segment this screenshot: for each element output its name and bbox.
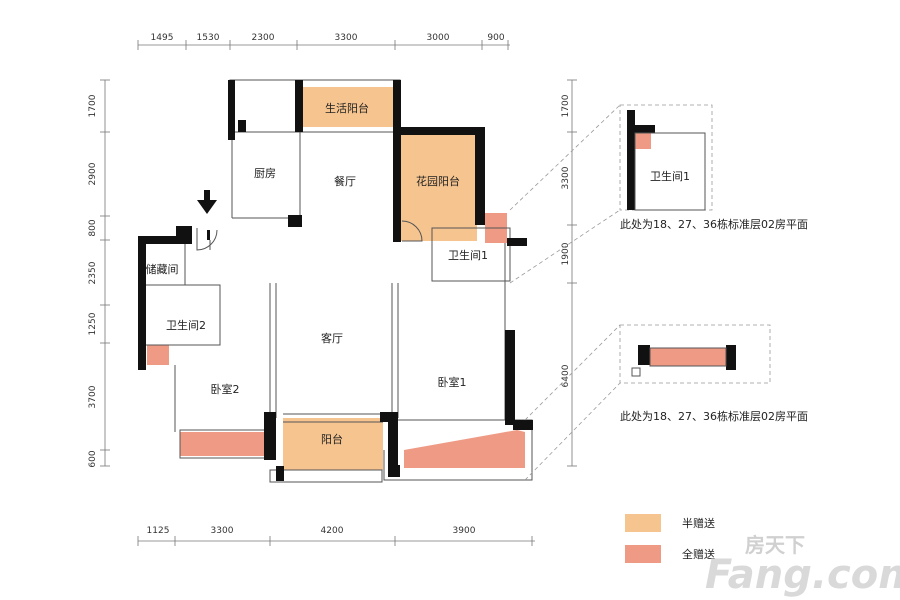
inset-1-caption: 此处为18、27、36栋标准层02房平面 [620, 217, 808, 231]
room-label-storage: 储藏间 [146, 262, 179, 276]
dim-top-6: 900 [487, 33, 504, 43]
legend: 半赠送 全赠送 [625, 514, 715, 563]
dim-left-7: 600 [88, 450, 98, 467]
dim-left-1: 1700 [88, 94, 98, 117]
dim-bottom-4: 3900 [453, 526, 476, 536]
inset-2-frame [619, 324, 771, 384]
inset-2 [619, 324, 771, 384]
legend-swatch-half [625, 514, 661, 532]
inset-1-room-label: 卫生间1 [650, 169, 690, 183]
dimension-lines [100, 40, 577, 546]
legend-label-full: 全赠送 [682, 547, 715, 561]
dim-left-5: 1250 [88, 312, 98, 335]
watermark-en: Fang.com [705, 552, 900, 598]
bedroom1-balcony-fill [404, 430, 525, 468]
dim-right-1: 1700 [561, 94, 571, 117]
room-label-bedroom2: 卧室2 [211, 382, 240, 396]
room-label-balcony: 阳台 [321, 432, 343, 446]
gift-areas [147, 87, 525, 470]
room-label-living: 客厅 [321, 331, 343, 345]
dim-left-4: 2350 [88, 261, 98, 284]
dim-right-4: 6400 [561, 364, 571, 387]
dim-top-1: 1495 [151, 33, 174, 43]
walls [138, 80, 533, 481]
legend-label-half: 半赠送 [682, 516, 715, 530]
garden-balcony-fill [401, 135, 477, 241]
room-label-kitchen: 厨房 [254, 167, 276, 180]
room-label-bath1: 卫生间1 [448, 248, 488, 262]
dim-top-5: 3000 [427, 33, 450, 43]
dim-bottom-2: 3300 [211, 526, 234, 536]
room-label-garden-balcony: 花园阳台 [416, 174, 460, 188]
room-label-bedroom1: 卧室1 [438, 375, 467, 389]
watermark-cn: 房天下 [745, 533, 805, 557]
bath2-shaft-fill [147, 345, 169, 365]
dim-right-3: 1900 [561, 242, 571, 265]
bedroom2-balcony-fill [180, 432, 265, 456]
dim-top-4: 3300 [335, 33, 358, 43]
inset-1: 卫生间1 [619, 104, 713, 211]
room-label-life-balcony: 生活阳台 [325, 101, 369, 115]
room-label-dining: 餐厅 [334, 174, 356, 188]
dim-top-3: 2300 [252, 33, 275, 43]
legend-swatch-full [625, 545, 661, 563]
dim-top-2: 1530 [197, 33, 220, 43]
dim-left-3: 800 [88, 219, 98, 236]
dim-left-2: 2900 [88, 162, 98, 185]
dim-left-6: 3700 [88, 385, 98, 408]
entrance-arrow-icon [197, 190, 217, 214]
room-label-bath2: 卫生间2 [166, 318, 206, 332]
inset-2-caption: 此处为18、27、36栋标准层02房平面 [620, 409, 808, 423]
dim-right-2: 3300 [561, 166, 571, 189]
dim-bottom-3: 4200 [321, 526, 344, 536]
fang-watermark-logo: 房天下 Fang.com [705, 533, 900, 598]
dim-bottom-1: 1125 [147, 526, 170, 536]
inset-1-frame [619, 104, 713, 211]
callout-lines [509, 104, 621, 481]
life-balcony-fill [303, 87, 393, 127]
balcony-fill [283, 418, 383, 470]
